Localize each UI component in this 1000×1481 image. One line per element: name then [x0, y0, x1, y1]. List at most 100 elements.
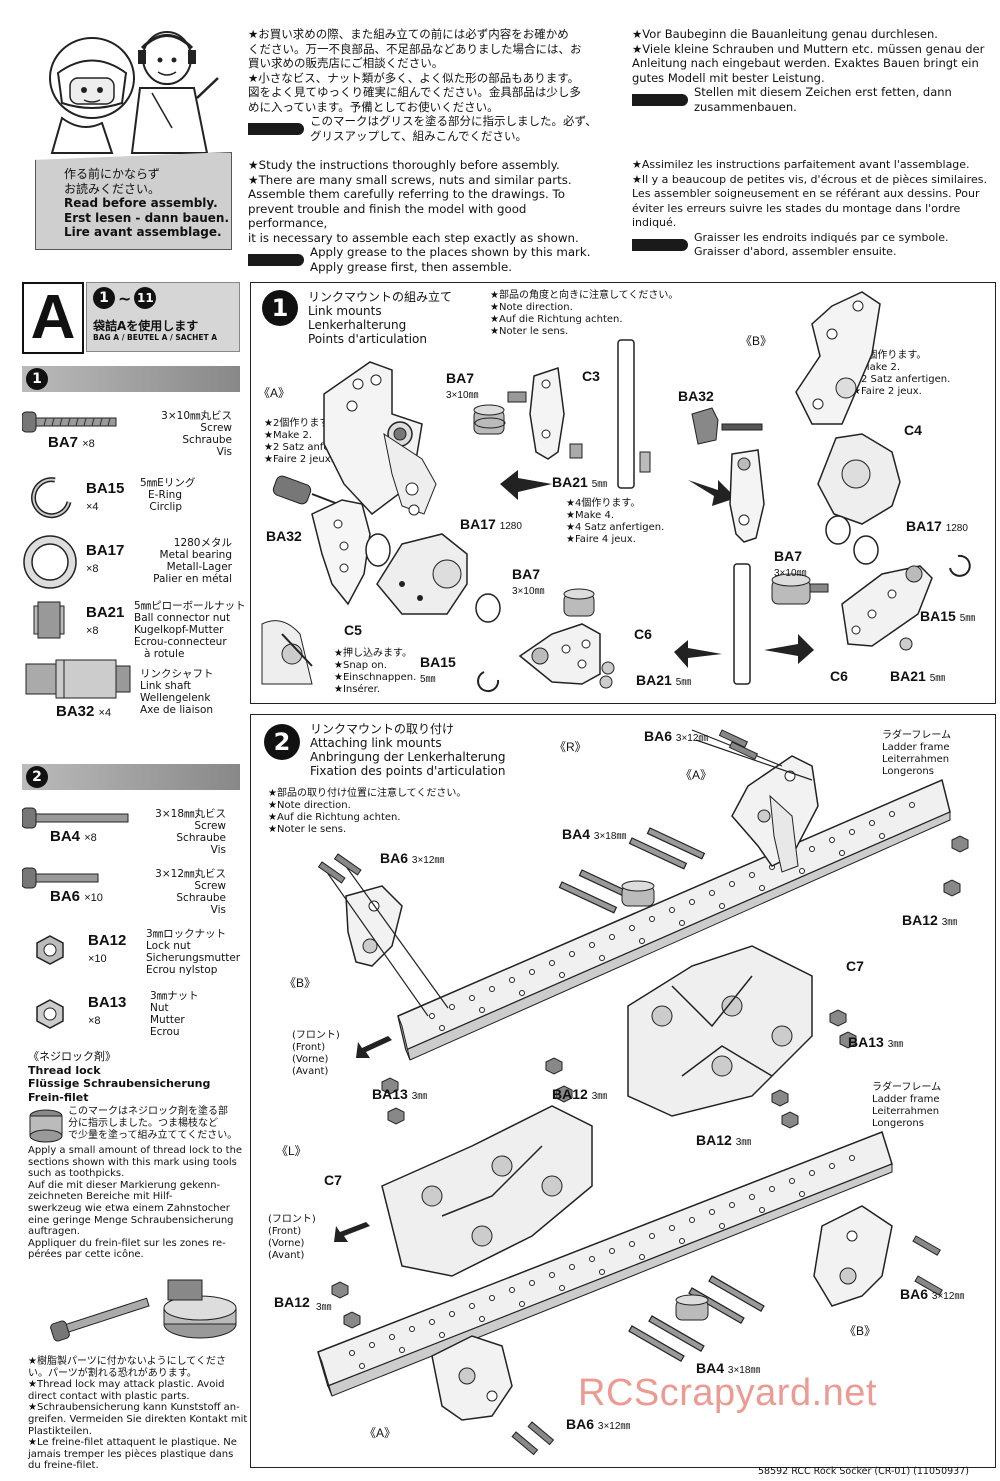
step1-direction-note: ★部品の角度と向きに注意してください。★Note direction.★Auf … — [490, 290, 679, 337]
label-ba13-middle-left: BA13 3㎜ — [372, 1086, 428, 1102]
front-label-top: (フロント)(Front)(Vorne)(Avant) — [292, 1030, 340, 1077]
banner-line: Lire avant assemblage. — [64, 225, 222, 239]
part-code: BA15×4 — [86, 480, 125, 513]
mount-b-top-drawing — [323, 857, 449, 1017]
step-range-sep: ~ — [118, 288, 132, 308]
intro-english: ★Study the instructions thoroughly befor… — [248, 158, 608, 274]
bag-letter-box: A — [22, 282, 84, 354]
label-ba4-top: BA4 3×18㎜ — [562, 826, 627, 842]
threadlock-body: auftragen. — [28, 1226, 80, 1238]
label-ba32-right: BA32 — [678, 388, 714, 404]
label-ba4-bottom: BA4 3×18㎜ — [696, 1360, 761, 1376]
label-b-bottom: 《B》 — [844, 1324, 877, 1338]
lock-nut-icon — [36, 935, 64, 965]
mark-l: 《L》 — [276, 1144, 307, 1158]
sidebar-step1-number: 1 — [26, 368, 48, 390]
label-ba12-middle: BA12 3㎜ — [552, 1086, 608, 1102]
label-ba12-top-right: BA12 3㎜ — [902, 912, 958, 928]
intro-en-line: ★Study the instructions thoroughly befor… — [248, 158, 560, 172]
part-code: BA17×8 — [86, 542, 125, 575]
c7-crossmember-bottom-drawing — [381, 1105, 593, 1277]
label-c6-right: C6 — [830, 668, 848, 684]
mark-a: 《A》 — [258, 386, 291, 400]
threadlock-body: eine geringe Menge Schraubensicherung — [28, 1214, 234, 1226]
threadlock-body: such as toothpicks. — [28, 1168, 125, 1180]
label-b-top: 《B》 — [284, 976, 317, 990]
label-ba15-left: BA15 — [420, 654, 456, 670]
intro-fr-line: ★Il y a beaucoup de petites vis, d'écrou… — [632, 172, 987, 186]
ball-connector-nut-icon — [33, 601, 65, 639]
intro-japanese: ★お買い求めの際、また組み立ての前には必ず内容をお確かめ ください。万一不良部品… — [248, 27, 608, 143]
threadlock-body: pérées par cette icône. — [28, 1249, 144, 1261]
step2-chassis-assembly-drawing — [317, 729, 969, 1456]
intro-jp-grease-line: このマークはグリスを塗る部分に指示しました。必ず、 — [310, 114, 597, 128]
intro-en-line: Assemble them carefully referring to the… — [248, 187, 565, 201]
snap-on-note: ★押し込みます。★Snap on.★Einschnappen.★Insérer. — [334, 648, 417, 695]
label-ba6-bottom-right: BA6 3×12㎜ — [900, 1286, 965, 1302]
sidebar-step1-bar: 1 — [22, 366, 240, 392]
threadlock-jp: このマークはネジロック剤を塗る部 — [68, 1106, 228, 1117]
intro-de-line: Anleitung nach eingebaut werden. Exaktes… — [632, 56, 979, 70]
banner-line: Erst lesen - dann bauen. — [64, 210, 230, 225]
screw-icon — [22, 807, 129, 829]
bag-letter: A — [30, 283, 76, 352]
threadlock-jp: で少量を塗って組み立ててください。 — [68, 1130, 238, 1141]
label-ba21-center: BA21 5㎜ — [552, 474, 608, 490]
label-ba6-top-right: BA6 3×12㎜ — [644, 728, 709, 744]
bag-jp: 袋詰Aを使用します — [93, 319, 199, 333]
grease-mark-icon — [248, 122, 304, 135]
intro-fr-grease-line: Graisser d'abord, assembler ensuite. — [694, 245, 897, 258]
grease-mark-icon — [248, 253, 304, 266]
label-ba32-left: BA32 — [266, 528, 302, 544]
intro-fr-line: éviter les erreurs suivre les stades du … — [632, 201, 961, 230]
label-ba12-middle-right: BA12 3㎜ — [696, 1132, 752, 1148]
part-code: BA32 ×4 — [56, 703, 112, 720]
threadlock-jp: 分に指示しました。つま楊枝など — [68, 1118, 218, 1129]
step2-number: 2 — [264, 724, 300, 760]
threadlock-body: Auf die mit dieser Markierung gekenn- — [28, 1179, 221, 1191]
banner-line: 作る前にかならず — [64, 167, 160, 181]
intro-french: ★Assimilez les instructions parfaitement… — [632, 158, 996, 260]
label-ba13-top-right: BA13 3㎜ — [848, 1034, 904, 1050]
intro-jp-line: ください。万一不良部品、不足部品などありました場合には、お — [248, 41, 582, 56]
part-code: BA12×10 — [88, 932, 127, 965]
part-code: BA6 ×10 — [50, 888, 103, 905]
c6-part-middle-drawing — [477, 623, 615, 693]
step2-position-note: ★部品の取り付け位置に注意してください。★Note direction.★Auf… — [268, 788, 467, 835]
banner-line: Read before assembly. — [64, 196, 218, 210]
label-ba6-top-left: BA6 3×12㎜ — [380, 850, 445, 866]
threadlock-body: sections shown with this mark using tool… — [28, 1156, 237, 1168]
label-ba7-right-size: 3×10㎜ — [774, 568, 807, 579]
part-code: BA7 ×8 — [48, 434, 95, 451]
label-ba15-right: BA15 5㎜ — [920, 608, 976, 624]
page-footer: 58592 RCC Rock Socker (CR-01) (11050937) — [758, 1466, 969, 1477]
intro-jp-line: ★小さなビス、ナット類が多く、よく似た形の部品もあります。 — [248, 70, 580, 85]
label-ba21-middle: BA21 5㎜ — [636, 672, 692, 688]
label-a-bottom: 《A》 — [364, 1426, 397, 1440]
intro-en-grease-line: Apply grease first, then assemble. — [310, 259, 512, 274]
sidebar-step2-bar: 2 — [22, 764, 240, 790]
thread-lock-warning: ★樹脂製パーツに付かないようにしてくださ い。パーツが割れる恐れがあります。 ★… — [28, 1356, 248, 1472]
label-ba21-right: BA21 5㎜ — [890, 668, 946, 684]
label-ba15-left-size: 5㎜ — [420, 674, 436, 685]
intro-jp-line: ★お買い求めの際、また組み立ての前には必ず内容をお確かめ — [248, 27, 569, 41]
intro-de-line: ★Viele kleine Schrauben und Muttern etc.… — [632, 41, 985, 56]
link-shaft-icon — [25, 659, 131, 699]
e-ring-icon — [31, 477, 72, 519]
label-c7-top: C7 — [846, 958, 864, 974]
intro-de-grease-line: zusammenbauen. — [694, 99, 797, 114]
intro-en-line: ★There are many small screws, nuts and s… — [248, 172, 572, 187]
label-ba12-bottom-left: BA12 — [274, 1294, 310, 1310]
label-ba7-left: BA7 — [446, 370, 475, 386]
intro-fr-grease-line: Graisser les endroits indiqués par ce sy… — [694, 230, 949, 244]
step1-title: リンクマウントの組み立て Link mounts Lenkerhalterung… — [308, 290, 453, 346]
intro-en-grease-line: Apply grease to the places shown by this… — [310, 245, 591, 259]
label-ba7-left-size: 3×10㎜ — [446, 390, 479, 401]
